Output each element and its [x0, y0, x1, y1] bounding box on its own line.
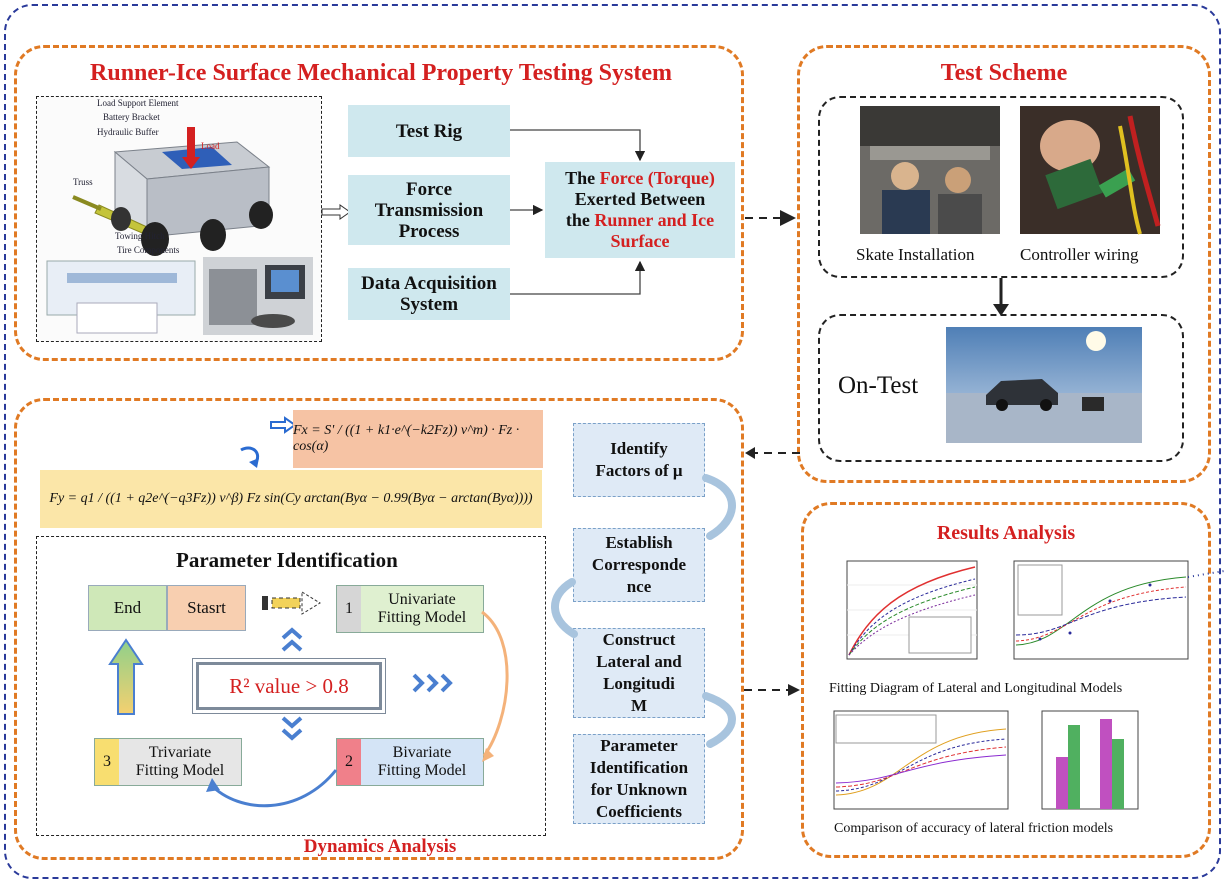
step-flow-curves — [551, 474, 736, 748]
model-1-sublabel: Fitting Model — [377, 609, 467, 626]
results-title: Results Analysis — [936, 522, 1076, 544]
up-arrow-icon — [108, 638, 144, 715]
formula-fy: Fy = q1 / ((1 + q2e^(−q3Fz)) v^β) Fz sin… — [40, 470, 542, 528]
results-chart-lateral-2 — [833, 710, 1009, 810]
testing-system-panel — [14, 45, 744, 361]
model-1-number: 1 — [337, 586, 361, 632]
caption-accuracy-comparison: Comparison of accuracy of lateral fricti… — [834, 821, 1114, 836]
dashed-arrow-start-to-m1 — [262, 591, 321, 615]
chevrons-down-icon — [281, 716, 303, 741]
results-chart-lateral-1 — [1013, 560, 1225, 660]
model-3-sublabel: Fitting Model — [135, 762, 225, 779]
rig-label-towing: Towing Hitch — [115, 231, 165, 241]
dynamics-panel — [14, 398, 744, 860]
connector-arrows-system — [510, 129, 796, 295]
rig-image-frame: Load Support Element Battery Bracket Hyd… — [36, 96, 322, 342]
caption-skate-installation: Skate Installation — [856, 245, 975, 264]
dynamics-title: Dynamics Analysis — [303, 836, 457, 857]
model-flow-curves — [206, 610, 509, 808]
model-1-label: Univariate — [388, 591, 456, 608]
fx-arrow-icon — [270, 416, 297, 434]
outer-frame — [4, 4, 1221, 879]
skate-installation-photo — [860, 106, 1000, 234]
rig-label-load-support: Load Support Element — [97, 98, 179, 108]
controller-wiring-photo — [1020, 106, 1161, 235]
box-force-result: The Force (Torque) Exerted Between the R… — [545, 162, 735, 258]
curved-arrow-icon — [240, 446, 260, 468]
rig-label-truss: Truss — [73, 177, 93, 187]
rig-label-tire: Tire Components — [117, 245, 180, 255]
model-3-number: 3 — [95, 739, 119, 785]
model-2-label: Bivariate — [392, 744, 452, 761]
chevrons-right-icon — [412, 673, 453, 693]
rig-label-load: Load — [201, 141, 220, 151]
results-panel — [801, 502, 1211, 858]
model-1-box: 1 Univariate Fitting Model — [336, 585, 484, 633]
parameter-identification-frame — [36, 536, 546, 836]
on-test-photo — [946, 327, 1142, 443]
caption-fitting-diagram: Fitting Diagram of Lateral and Longitudi… — [829, 681, 1123, 696]
model-2-number: 2 — [337, 739, 361, 785]
results-chart-longitudinal — [846, 560, 978, 660]
rig-image — [37, 97, 321, 341]
formula-fx: Fx = S' / ((1 + k1·e^(−k2Fz)) v^m) · Fz … — [293, 410, 543, 468]
r2-threshold-box: R² value > 0.8 — [192, 658, 386, 714]
model-3-box: 3 Trivariate Fitting Model — [94, 738, 242, 786]
test-scheme-title: Test Scheme — [940, 60, 1068, 86]
model-2-box: 2 Bivariate Fitting Model — [336, 738, 484, 786]
rig-label-hydraulic: Hydraulic Buffer — [97, 127, 159, 137]
arrow-to-dynamics — [745, 447, 800, 459]
caption-controller-wiring: Controller wiring — [1020, 245, 1139, 264]
results-chart-accuracy-bars — [1041, 710, 1139, 810]
arrow-scheme-down — [993, 278, 1009, 316]
model-3-label: Trivariate — [148, 744, 212, 761]
start-box: Stasrt — [167, 585, 246, 631]
on-test-frame — [818, 314, 1184, 462]
testing-system-title: Runner-Ice Surface Mechanical Property T… — [90, 60, 672, 86]
rig-label-battery: Battery Bracket — [103, 112, 160, 122]
arrow-to-results — [744, 684, 800, 696]
chevrons-up-icon — [281, 627, 303, 652]
parameter-identification-title: Parameter Identification — [176, 548, 398, 572]
model-2-sublabel: Fitting Model — [377, 762, 467, 779]
end-box: End — [88, 585, 167, 631]
open-arrow-rig — [321, 204, 351, 220]
scheme-photos-frame — [818, 96, 1184, 278]
box-test-rig: Test Rig — [348, 105, 510, 157]
test-scheme-panel — [797, 45, 1211, 483]
on-test-label: On-Test — [838, 372, 919, 399]
